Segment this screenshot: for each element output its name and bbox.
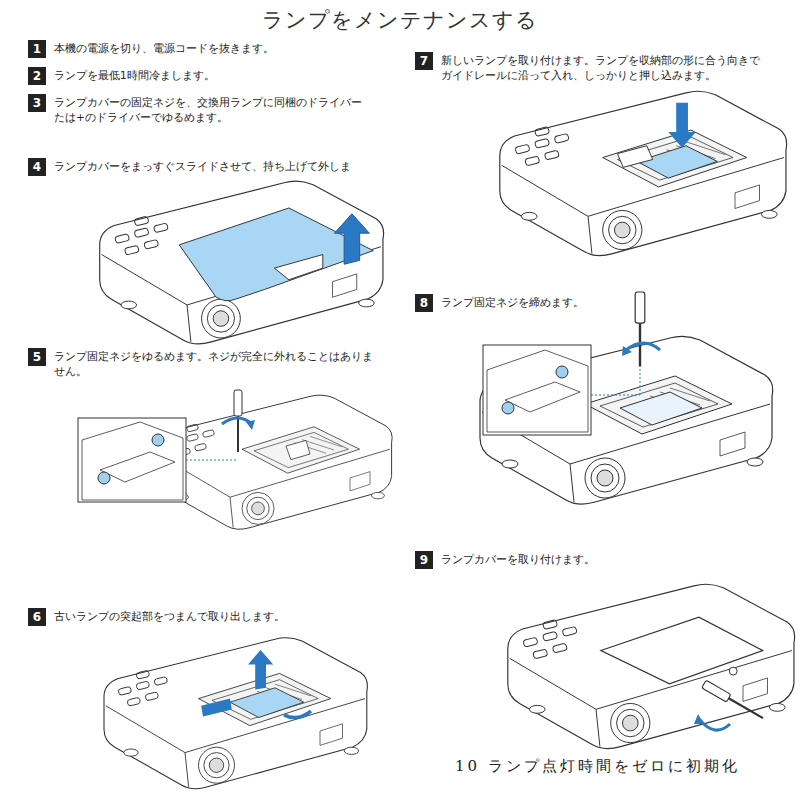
step-text: 新しいランプを取り付けます。ランプを収納部の形に合う向きで ガイドレールに沿って… [441,53,793,83]
step-item: 3 ランプカバーの固定ネジを、交換用ランプに同梱のドライバー たは+のドライバーで… [28,94,388,125]
step-text: ランプカバーをまっすぐスライドさせて、持ち上げて外しま [54,159,391,174]
step-number: 5 [28,348,46,366]
step-number: 6 [28,608,46,626]
step-number: 8 [415,294,433,312]
step-item: 5 ランプ固定ネジをゆるめます。ネジが完全に外れることはありま せん。 [28,348,393,379]
step-item: 7 新しいランプを取り付けます。ランプを収納部の形に合う向きで ガイドレールに沿っ… [415,52,795,83]
step-text: ランプカバーの固定ネジを、交換用ランプに同梱のドライバー たは+のドライバーでゆ… [54,95,386,125]
step-item: 8 ランプ固定ネジを締めます。 [415,294,795,312]
step-number: 3 [28,94,46,112]
step-number: 7 [415,52,433,70]
step-item: 9 ランプカバーを取り付けます。 [415,551,795,569]
step-number: 1 [28,40,46,58]
step-text: ランプ固定ネジをゆるめます。ネジが完全に外れることはありま せん。 [54,349,391,379]
page-title: ランプをメンテナンスする [0,6,800,34]
step-item: 4 ランプカバーをまっすぐスライドさせて、持ち上げて外しま [28,158,393,176]
step-item: 6 古いランプの突起部をつまんで取り出します。 [28,608,393,626]
step-number: 4 [28,158,46,176]
step-item: 1 本機の電源を切り、電源コードを抜きます。 [28,40,393,58]
step-text: 古いランプの突起部をつまんで取り出します。 [54,609,391,624]
step-text: ランプカバーを取り付けます。 [441,552,793,567]
step-number: 2 [28,67,46,85]
step-text: 本機の電源を切り、電源コードを抜きます。 [54,41,391,56]
step-item: 2 ランプを最低1時間冷まします。 [28,67,393,85]
step-text: ランプ固定ネジを締めます。 [441,295,793,310]
step-text: ランプを最低1時間冷まします。 [54,68,391,83]
step-number: 9 [415,551,433,569]
step-note: 10 ランプ点灯時間をゼロに初期化 [455,757,740,776]
